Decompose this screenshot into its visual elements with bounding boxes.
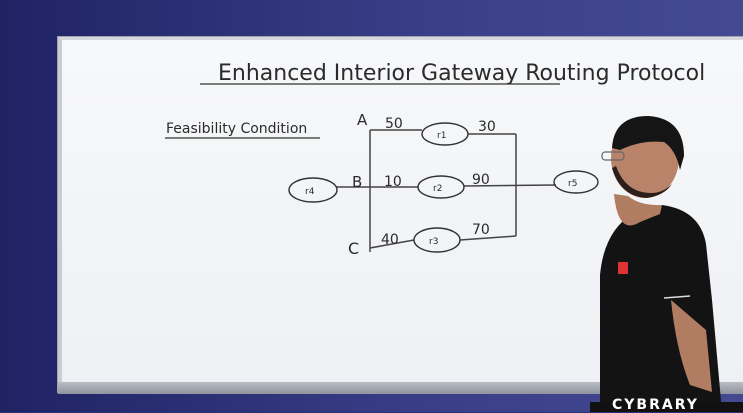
presenter-neck (614, 194, 662, 226)
router-r5-label: r5 (568, 179, 577, 189)
router-r4-node (288, 177, 338, 203)
router-r2-node (417, 175, 465, 199)
shirt-stripe (663, 295, 691, 299)
board-title: Enhanced Interior Gateway Routing Protoc… (218, 61, 705, 86)
feasibility-subtitle: Feasibility Condition (166, 121, 307, 137)
presenter-arm (671, 300, 712, 392)
router-r1-node (421, 122, 469, 146)
whiteboard-tray (58, 382, 743, 394)
path-letter-a: A (357, 111, 368, 129)
router-r3-node (413, 227, 461, 253)
brand-watermark: CYBRARY (612, 397, 699, 413)
metric-r1-r5: 30 (478, 119, 496, 135)
metric-r2-r5: 90 (472, 172, 490, 188)
brand-watermark-bar (590, 402, 743, 412)
presenter-beard (612, 166, 672, 198)
path-letter-c: C (348, 239, 359, 258)
glasses-icon (601, 151, 625, 161)
path-letter-b: B (352, 173, 362, 191)
presenter-hair (612, 116, 684, 170)
metric-b-r2: 10 (384, 174, 402, 190)
presenter (600, 116, 722, 412)
router-r4-label: r4 (305, 187, 315, 197)
link-r3-right (459, 235, 517, 241)
metric-r3-r5: 70 (472, 222, 490, 238)
router-r1-label: r1 (437, 131, 446, 141)
link-r2-r5 (463, 184, 557, 187)
router-r5-node (553, 170, 599, 194)
network-links (336, 129, 557, 252)
logo-icon (618, 262, 628, 274)
router-r3-label: r3 (429, 237, 438, 247)
link-c-r3 (369, 239, 415, 249)
metric-c-r3: 40 (381, 232, 399, 248)
metric-a-r1: 50 (385, 116, 403, 132)
router-r2-label: r2 (433, 184, 442, 194)
